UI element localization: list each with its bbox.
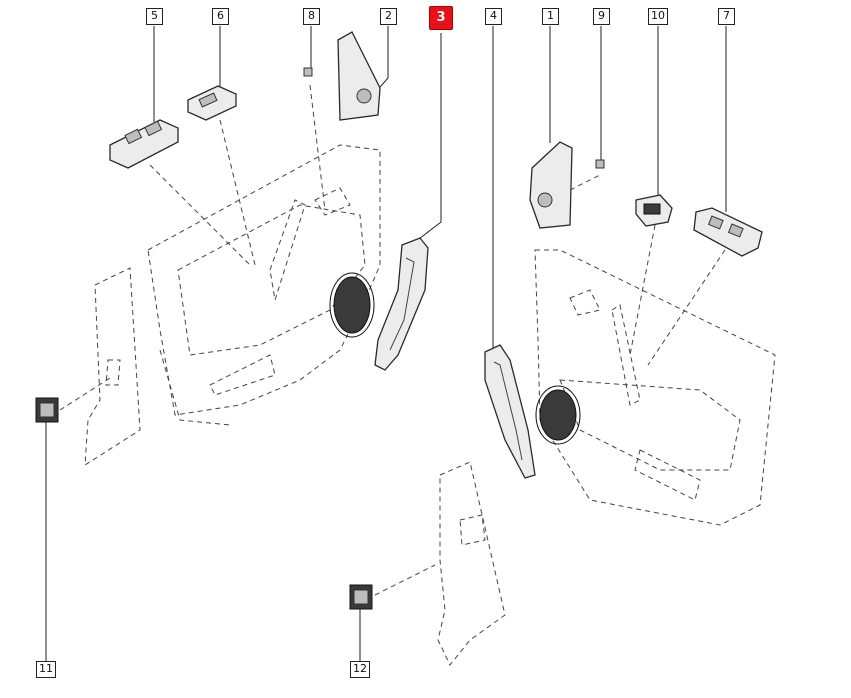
- assembly-lines-right: [569, 174, 726, 366]
- part-10-window-switch-small: [635, 194, 673, 227]
- callout-8: 8: [303, 8, 320, 25]
- assembly-line-12: [374, 564, 436, 596]
- left-speaker: [333, 276, 371, 334]
- callout-6: 6: [212, 8, 229, 25]
- right-door-panel-outline: [534, 249, 776, 526]
- left-door-panel-outline: [147, 144, 381, 426]
- assembly-lines-left: [59, 84, 326, 411]
- right-speaker: [539, 389, 577, 441]
- callout-3-highlighted: 3: [429, 6, 453, 30]
- callout-10: 10: [648, 8, 668, 25]
- part-9-clip: [595, 159, 605, 169]
- callout-9: 9: [593, 8, 610, 25]
- part-11-trim-clip: [35, 397, 59, 423]
- center-pillar-outline: [437, 461, 506, 666]
- callout-11: 11: [36, 661, 56, 678]
- part-12-trim-clip: [349, 584, 373, 610]
- callout-12: 12: [350, 661, 370, 678]
- part-8-clip: [303, 67, 313, 77]
- callout-1: 1: [542, 8, 559, 25]
- left-pillar-outline: [84, 267, 141, 466]
- leader-lines: [45, 26, 727, 661]
- part-1-mirror-trim-right: [529, 141, 573, 229]
- callout-2: 2: [380, 8, 397, 25]
- part-7-window-switch-passenger: [693, 207, 763, 257]
- part-5-window-switch-driver: [109, 119, 179, 169]
- callout-4: 4: [485, 8, 502, 25]
- part-2-mirror-trim: [337, 31, 381, 121]
- callout-5: 5: [146, 8, 163, 25]
- callout-7: 7: [718, 8, 735, 25]
- part-6-window-switch-small: [187, 85, 237, 121]
- part-4-door-pull-handle-right: [484, 344, 536, 479]
- part-3-door-pull-handle-left: [374, 237, 429, 371]
